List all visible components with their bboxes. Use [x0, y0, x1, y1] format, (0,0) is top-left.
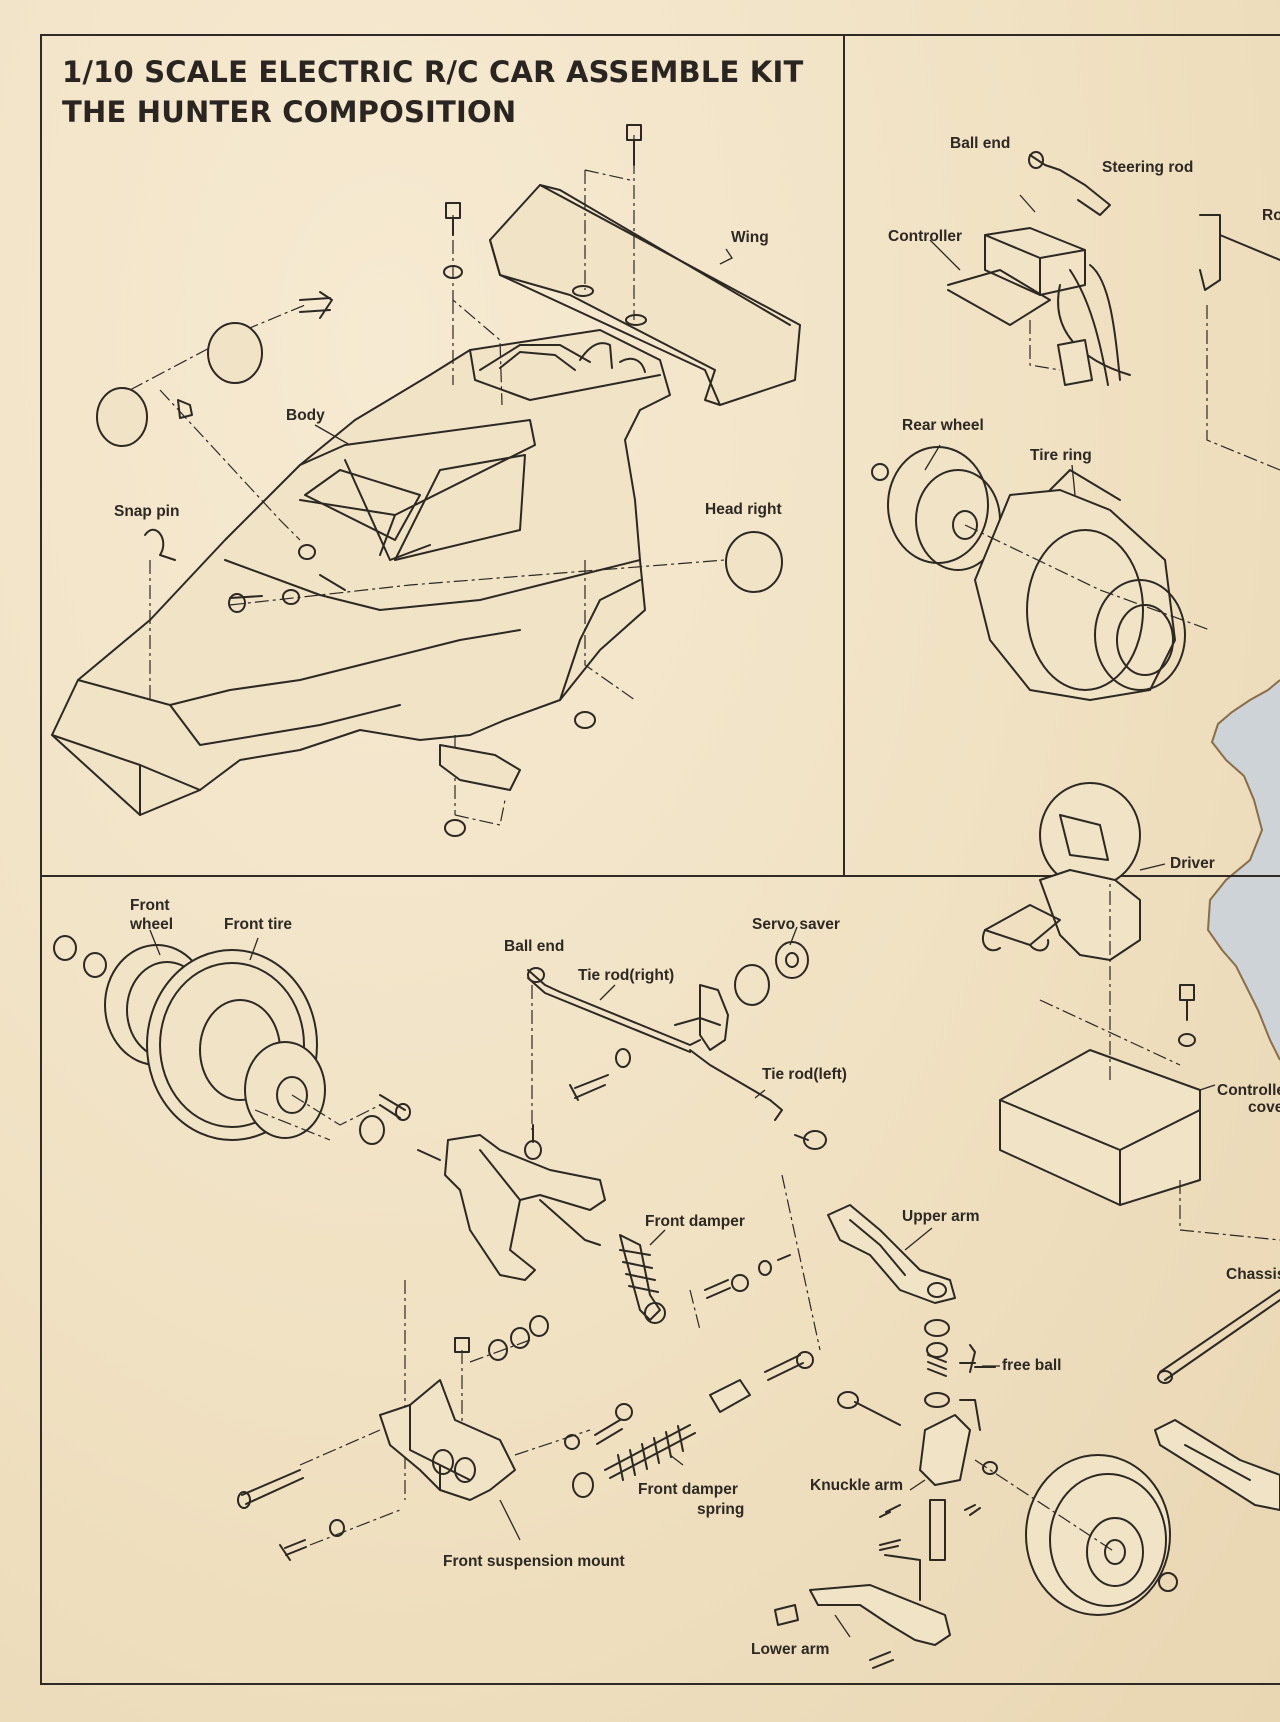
wing-drawing	[489, 184, 801, 406]
label-front-wheel-line-2: wheel	[130, 916, 174, 933]
label-front-tire: Front tire	[224, 916, 293, 933]
front-wheel-right-drawing	[974, 1454, 1178, 1616]
knuckle-damper-assembly-drawing	[417, 1124, 666, 1324]
title-line-2: THE HUNTER COMPOSITION	[62, 95, 517, 129]
driver-figure-drawing	[981, 782, 1141, 961]
label-front-suspension-mount: Front suspension mount	[443, 1553, 625, 1570]
label-front-wheel-line-1: Front	[130, 897, 170, 914]
bottom-panel-border	[40, 875, 1280, 1685]
label-front-damper: Front damper	[645, 1213, 745, 1230]
label-upper-arm: Upper arm	[902, 1208, 980, 1225]
label-chassis-partial: Chassis	[1226, 1266, 1280, 1283]
sheet-title: 1/10 SCALE ELECTRIC R/C CAR ASSEMBLE KIT…	[62, 52, 803, 132]
chassis-partial-drawing	[1154, 1289, 1280, 1511]
front-wheel-tire-drawing	[53, 935, 411, 1145]
label-rear-wheel: Rear wheel	[902, 417, 984, 434]
label-controller-cover-line-1: Controlle	[1217, 1082, 1280, 1099]
rear-wheel-drawing	[871, 446, 1211, 701]
label-controller: Controller	[888, 228, 963, 245]
leader-lines	[149, 194, 1216, 1638]
label-ro-partial: Ro	[1262, 207, 1280, 224]
label-steering-rod: Steering rod	[1102, 159, 1194, 176]
controller-drawing	[947, 151, 1280, 471]
body-hardware-drawing	[96, 124, 783, 837]
label-controller-cover-line-2: cove	[1248, 1099, 1280, 1116]
label-wing: Wing	[731, 229, 769, 246]
label-free-ball: free ball	[1002, 1357, 1062, 1374]
label-body: Body	[286, 407, 325, 424]
damper-spring-drawing	[572, 1174, 821, 1498]
label-snap-pin: Snap pin	[114, 503, 180, 520]
upper-arm-knuckle-lower-arm-drawing	[774, 1204, 998, 1669]
label-front-damper-spring-line-1: Front damper	[638, 1481, 738, 1498]
label-front-damper-spring-line-2: spring	[697, 1501, 745, 1518]
label-lower-arm: Lower arm	[751, 1641, 830, 1658]
label-ball-end-bottom: Ball end	[504, 938, 565, 955]
label-tie-rod-right: Tie rod(right)	[578, 967, 675, 984]
front-suspension-mount-drawing	[237, 1280, 633, 1561]
label-tie-rod-left: Tie rod(left)	[762, 1066, 847, 1083]
label-servo-saver: Servo saver	[752, 916, 840, 933]
label-tire-ring: Tire ring	[1030, 447, 1092, 464]
label-driver: Driver	[1170, 855, 1215, 872]
label-ball-end-top: Ball end	[950, 135, 1011, 152]
controller-cover-drawing	[999, 880, 1280, 1241]
label-head-right: Head right	[705, 501, 782, 518]
title-line-1: 1/10 SCALE ELECTRIC R/C CAR ASSEMBLE KIT	[62, 55, 804, 89]
label-knuckle-arm: Knuckle arm	[810, 1477, 904, 1494]
body-shell-drawing	[51, 329, 671, 816]
steering-linkage-drawing	[527, 941, 827, 1150]
